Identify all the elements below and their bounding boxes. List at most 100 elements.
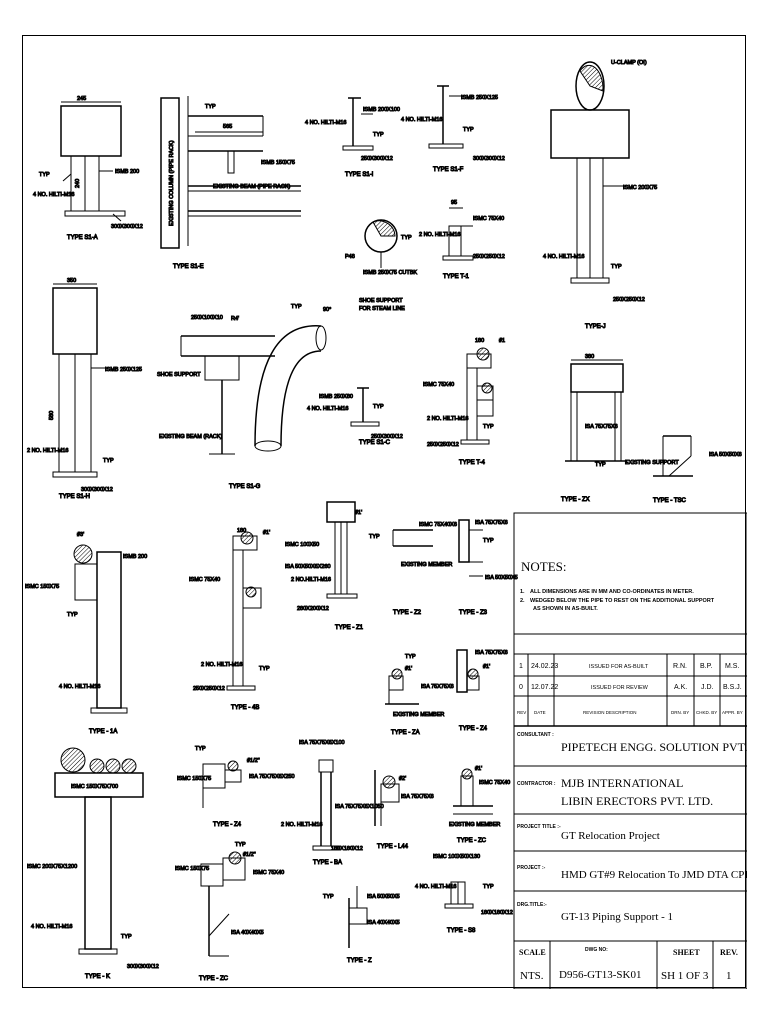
detail-type-j: [550, 61, 630, 284]
z4top-1: #1': [483, 664, 490, 670]
ba-plate: 180X180X12: [331, 846, 363, 852]
s1g-plate: 250X100X10: [191, 315, 223, 321]
rev-header-rev: REV: [517, 710, 526, 715]
l44-2: #2': [399, 776, 406, 782]
1a-anchors: 4 NO. HILTI-M16: [59, 684, 100, 690]
detail-zc2: [453, 768, 493, 815]
s1g-r4: R4': [231, 316, 239, 322]
z4top-caption: TYPE - Z4: [459, 726, 488, 732]
s1i-anchors: 4 NO. HILTI-M16: [305, 120, 346, 126]
4b-1: #1': [263, 530, 270, 536]
detail-z3: [458, 519, 483, 577]
z4b-member: ISMC 150X75: [177, 776, 211, 782]
consultant-label: CONSULTANT :: [517, 732, 554, 738]
ba-anchors: 2 NO. HILTI-M16: [281, 822, 322, 828]
rev-row1-date: 24.02.23: [531, 663, 558, 670]
s1h-caption: TYPE S1-H: [59, 494, 90, 500]
s1g-shoe: SHOE SUPPORT: [157, 372, 201, 378]
t1-typ: TYP: [401, 235, 412, 241]
s8-anchors: 4 NO. HILTI-M16: [415, 884, 456, 890]
shoe-note-2: FOR STEAM LINE: [359, 306, 405, 312]
detail-s8: [444, 881, 474, 909]
z-member: ISA 50X50X5: [367, 894, 400, 900]
za-caption: TYPE - ZA: [391, 730, 420, 736]
detail-z1: [326, 501, 358, 599]
zc-typ: TYP: [235, 842, 246, 848]
s1e-caption: TYPE S1-E: [173, 264, 204, 270]
zc2-existing: EXISTING MEMBER: [449, 822, 500, 828]
s1e-column: EXISTING COLUMN (PIPE RACK): [169, 140, 175, 226]
zc-channel: ISMC 75X40: [253, 870, 284, 876]
contractor-name-2: LIBIN ERECTORS PVT. LTD.: [561, 794, 713, 808]
zc2-member: ISMC 75X40: [479, 780, 510, 786]
detail-z2: [392, 529, 433, 547]
project-label: PROJECT :-: [517, 865, 546, 871]
k-plate: 300X300X12: [127, 964, 159, 970]
z2-caption: TYPE - Z2: [393, 610, 422, 616]
s1e-typ: TYP: [205, 104, 216, 110]
detail-s1e: [160, 96, 301, 249]
4b-anchors: 2 NO. HILTI-M16: [201, 662, 242, 668]
t1-anchors: 2 NO. HILTI-M16: [419, 232, 460, 238]
s1e-beam: EXISTING BEAM (PIPE RACK): [213, 184, 290, 190]
z1-angle: ISA 50X50X6X260: [285, 564, 331, 570]
detail-s1h: [52, 283, 105, 478]
rev-row1-desc: ISSUED FOR AS-BUILT: [589, 664, 649, 670]
rev-row2-drn: A.K.: [674, 684, 687, 691]
s1e-dim: 565: [223, 124, 232, 130]
t1-caption: TYPE T-1: [443, 274, 470, 280]
j-caption: TYPE-J: [585, 324, 606, 330]
dwg-title-label: DRG.TITLE:-: [517, 902, 547, 908]
s1c-member: ISMB 250X80: [319, 394, 353, 400]
t4-member: ISMC 75X40: [423, 382, 454, 388]
detail-s1c: [350, 387, 380, 427]
z3-member: ISA 75X75X6: [475, 520, 508, 526]
rev-row1-appr: M.S.: [725, 663, 739, 670]
k-member: ISMC 150X75X700: [71, 784, 118, 790]
1a-channel: ISMC 150X75: [25, 584, 59, 590]
zx-caption: TYPE - ZX: [561, 497, 590, 503]
s1f-anchors: 4 NO. HILTI-M16: [401, 117, 442, 123]
s1a-member: ISMB 200: [115, 169, 139, 175]
s8-member: ISMC 100X50X130: [433, 854, 480, 860]
detail-z4-top: [456, 649, 480, 693]
t1-shoe: ISMB 250X75 CUTBK: [363, 270, 417, 276]
rev-header-drn: DRN. BY: [671, 710, 689, 715]
t4-1: #1: [499, 338, 505, 344]
s1h-dim: 350: [67, 278, 76, 284]
zx-dim: 380: [585, 354, 594, 360]
s8-typ: TYP: [483, 884, 494, 890]
tsc-existing: EXISTING SUPPORT: [625, 460, 679, 466]
rev-header-appr: APPR. BY: [722, 710, 743, 715]
l44-member: ISA 75X75X6: [401, 794, 434, 800]
tsc-caption: TYPE - TSC: [653, 498, 687, 504]
note-1-text: ALL DIMENSIONS ARE IN MM AND CO-ORDINATE…: [530, 589, 694, 595]
s1f-typ: TYP: [463, 127, 474, 133]
s1h-member: ISMB 250X125: [105, 367, 142, 373]
z1-caption: TYPE - Z1: [335, 625, 364, 631]
z1-anchors: 2 NO.HILTI-M16: [291, 577, 331, 583]
j-plate: 250X250X12: [613, 297, 645, 303]
s1i-plate: 250X300X12: [361, 156, 393, 162]
t4-dim: 180: [475, 338, 484, 344]
z4b-angle: ISA 75X75X6X250: [249, 774, 295, 780]
ba-angle-top: ISA 75X75X6X100: [299, 740, 345, 746]
s1a-caption: TYPE S1-A: [67, 235, 98, 241]
k-typ: TYP: [121, 934, 132, 940]
rev-row1-rev: 1: [519, 663, 523, 670]
dwg-no: D956-GT13-SK01: [559, 969, 642, 981]
za-typ: TYP: [405, 654, 416, 660]
4b-plate: 250X250X12: [193, 686, 225, 692]
4b-caption: TYPE - 4B: [231, 705, 259, 711]
z4top-member: ISA 75X75X6: [475, 650, 508, 656]
za-existing: EXISTING MEMBER: [393, 712, 444, 718]
sheet-value: SH 1 OF 3: [661, 970, 709, 982]
1a-typ: TYP: [67, 612, 78, 618]
zc-caption: TYPE - ZC: [199, 976, 229, 982]
z-typ: TYP: [323, 894, 334, 900]
rev-row1-chkd: B.P.: [700, 663, 712, 670]
shoe-note-1: SHOE SUPPORT: [359, 298, 403, 304]
detail-s1a: [60, 101, 126, 222]
s1i-member: ISMB 200X100: [363, 107, 400, 113]
j-anchors: 4 NO. HILTI-M16: [543, 254, 584, 260]
